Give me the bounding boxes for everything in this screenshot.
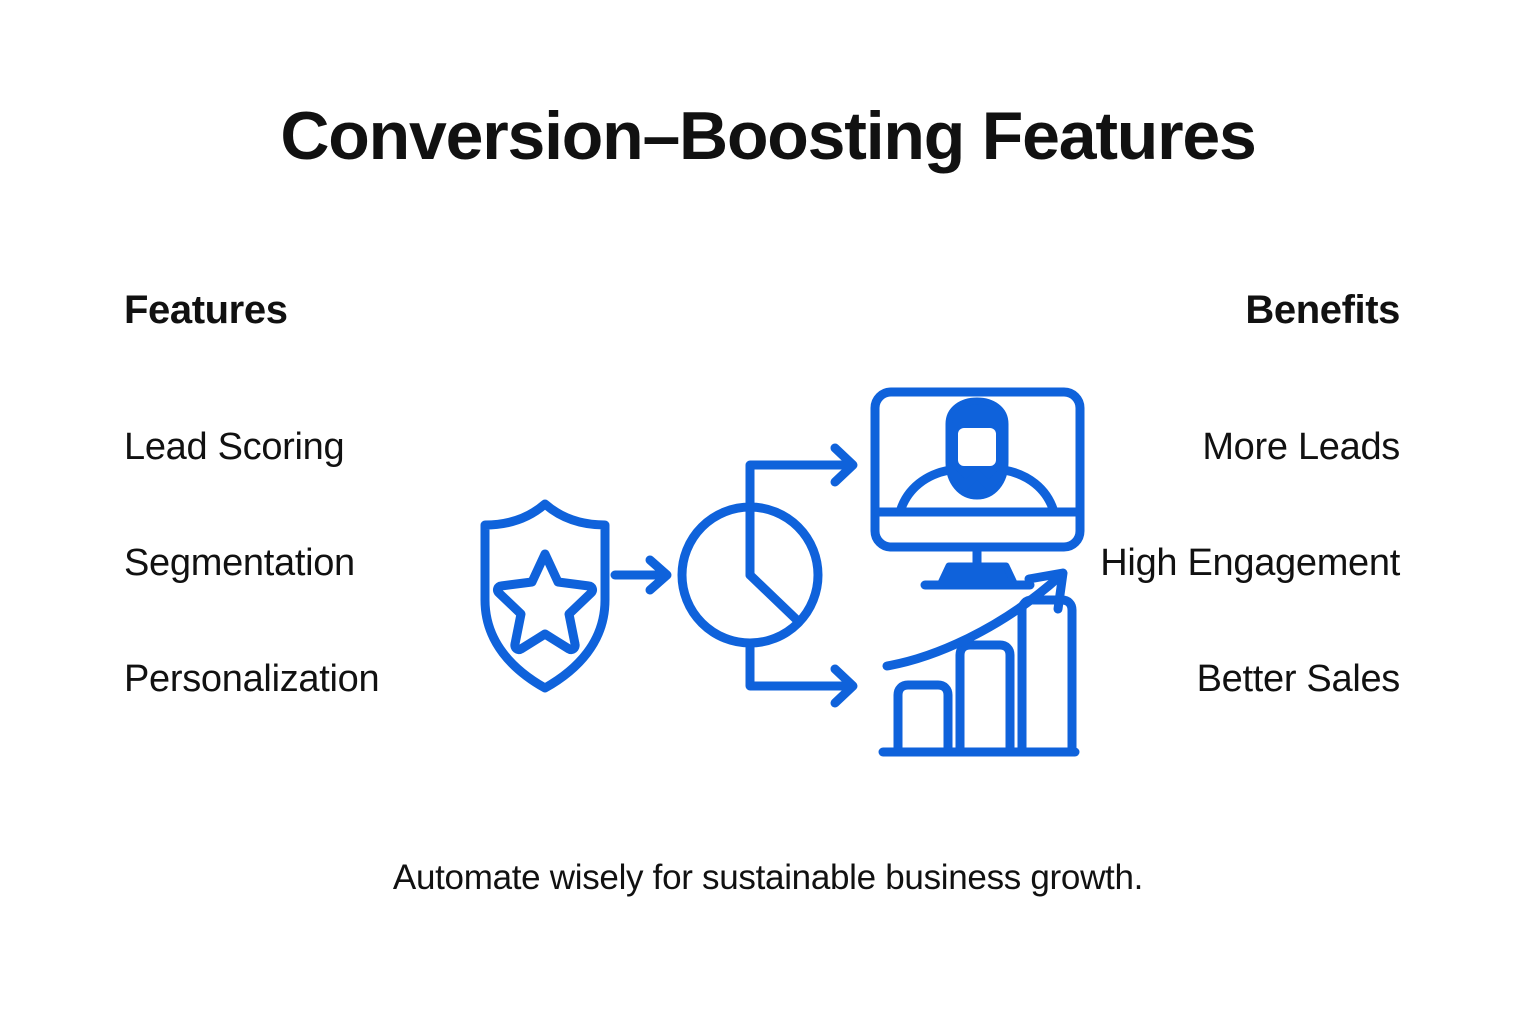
- monitor-person-icon: [870, 387, 1085, 590]
- footer-caption: Automate wisely for sustainable business…: [392, 858, 1144, 897]
- connector-pie-to-barchart-icon: [745, 642, 858, 708]
- benefits-list: More Leads High Engagement Better Sales: [970, 390, 1400, 738]
- list-item: Lead Scoring: [124, 390, 554, 506]
- list-item: Segmentation: [124, 506, 554, 622]
- benefit-label-more-leads: More Leads: [1202, 426, 1400, 469]
- process-flow-diagram: [480, 387, 1085, 757]
- page-title: Conversion–Boosting Features: [280, 98, 1256, 174]
- bar-chart-growth-icon: [878, 568, 1080, 757]
- list-item: High Engagement: [970, 506, 1400, 622]
- pie-chart-icon: [677, 502, 823, 648]
- benefits-column-header: Benefits: [1245, 288, 1400, 332]
- features-list: Lead Scoring Segmentation Personalizatio…: [124, 390, 554, 738]
- shield-star-icon: [480, 499, 610, 693]
- feature-label-personalization: Personalization: [124, 658, 380, 701]
- benefit-label-high-engagement: High Engagement: [1100, 542, 1400, 585]
- arrow-shield-to-pie-icon: [610, 555, 672, 595]
- feature-label-segmentation: Segmentation: [124, 542, 355, 585]
- list-item: Better Sales: [970, 622, 1401, 738]
- feature-label-lead-scoring: Lead Scoring: [124, 426, 345, 469]
- connector-pie-to-monitor-icon: [745, 443, 858, 508]
- monitor-person-figure-icon: [895, 397, 1059, 517]
- features-column-header: Features: [124, 288, 288, 332]
- list-item: Personalization: [124, 622, 554, 738]
- list-item: More Leads: [970, 390, 1400, 506]
- benefit-label-better-sales: Better Sales: [1196, 658, 1401, 701]
